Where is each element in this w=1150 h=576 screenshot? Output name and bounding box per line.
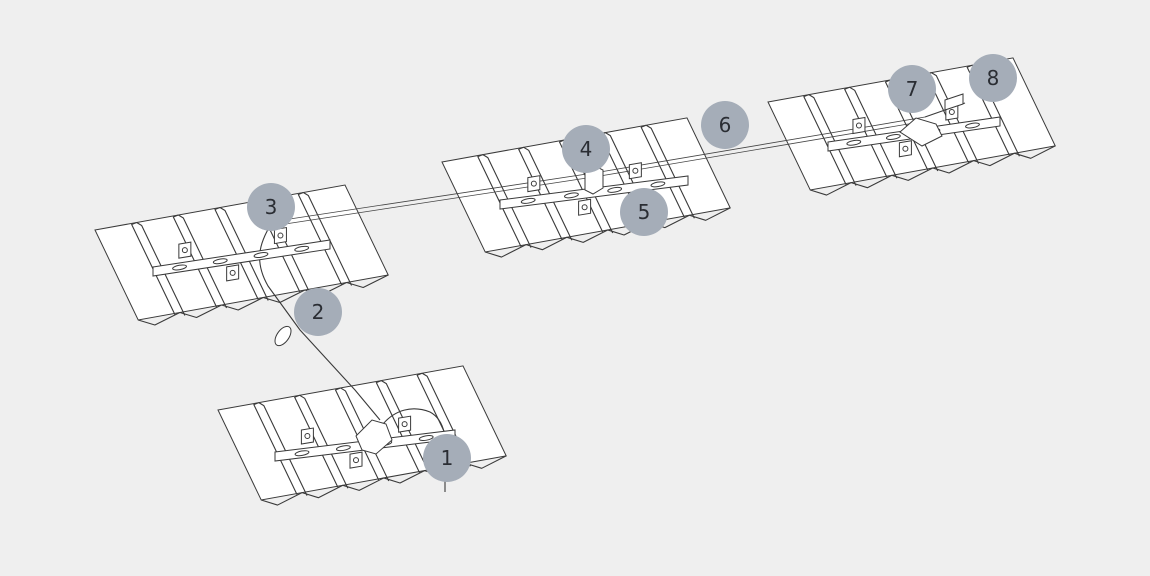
rail-bottom-slot [335,445,351,452]
roof-panel-right-rib [803,94,857,186]
rail-middle-bolt [530,180,537,187]
tensioner-end [944,93,964,111]
rail-middle-slot [564,192,579,199]
rail-left-slot [253,252,269,259]
rail-middle-bolt [632,167,639,174]
rail-right-slot [965,122,980,129]
rail-left-slot [294,245,310,252]
callout-5: 5 [620,188,668,236]
rail-left [152,226,331,282]
roof-panel-right-edge [810,145,1056,196]
roof-panel-middle-rib [518,146,573,241]
corner-anchor [899,117,943,147]
roof-panel-middle-rib [477,154,532,248]
carabiner [274,325,292,347]
roof-panel-left-rib [214,206,269,301]
rail-right-slot [885,134,901,140]
rail-left-bolt [277,232,284,239]
rail-middle-slot [520,197,536,204]
rail-left-slot [172,264,187,271]
roof-panel-left-rib [131,221,186,316]
callout-2: 2 [294,288,342,336]
roof-panel-left-rib [172,214,228,309]
roof-panel-left-outline [94,184,389,321]
rail-middle-slot [650,181,666,188]
callout-7: 7 [888,65,936,113]
roof-panel-left-rib [297,191,353,286]
roof-panel-bottom-rib [294,394,349,489]
rail-right-bolt [948,109,955,115]
rail-left-bolt [229,269,236,276]
rail-bottom-bolt [401,421,408,428]
roof-panel-right-rib [844,86,898,179]
rail-bottom-bolt [304,433,311,440]
rail-bottom-bolt [353,457,359,464]
end-anchor [355,419,393,455]
rail-middle-slot [607,186,623,193]
callout-3: 3 [247,183,295,231]
rail-right-slot [846,139,862,146]
callout-4: 4 [562,125,610,173]
roof-panel-middle-edge [485,207,731,258]
callout-8: 8 [969,54,1017,102]
roof-panel-left-edge [138,274,389,326]
rail-middle-bolt [581,204,588,211]
callout-6: 6 [701,101,749,149]
rail-right-bolt [902,145,909,152]
roof-panel-left [94,184,389,326]
rail-bottom-slot [294,450,310,457]
rail-left-slot [212,258,228,265]
rail-right-bolt [855,122,862,129]
callout-1: 1 [423,434,471,482]
rail-left-bolt [181,247,188,254]
roof-panel-bottom-rib [253,402,308,496]
rail-left-bar [152,239,331,277]
